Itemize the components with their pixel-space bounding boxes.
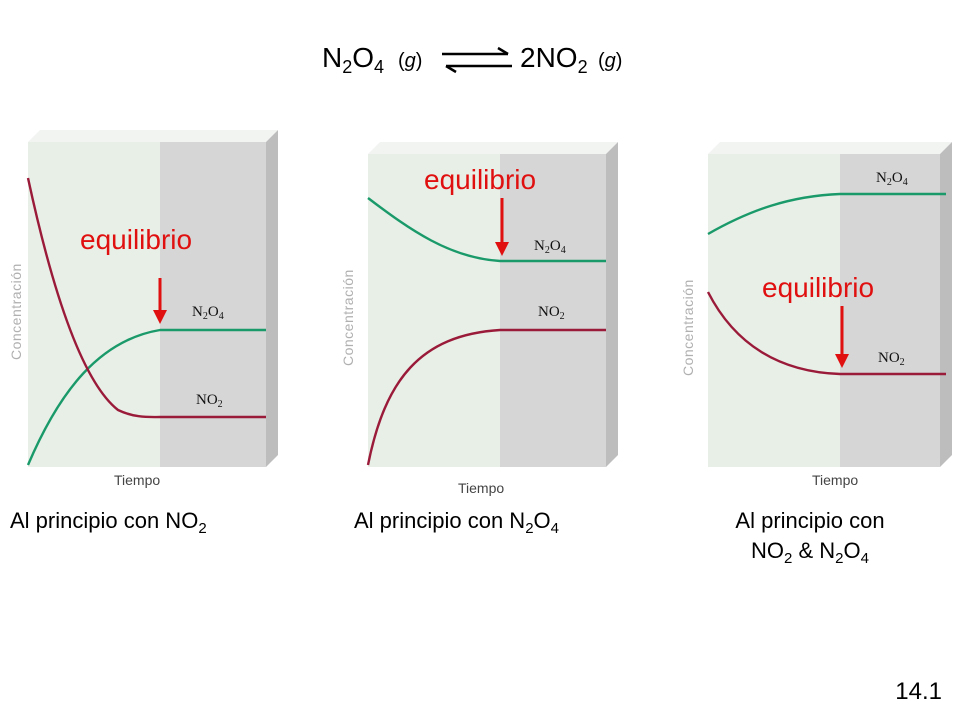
equilibrium-label: equilibrio	[762, 272, 875, 303]
graph-panel-3	[706, 142, 952, 467]
reaction-equation: N2O4 (g) 2NO2 (g)	[0, 38, 960, 98]
y-axis-label: Concentración	[8, 263, 24, 360]
caption-panel-1: Al principio con NO2	[10, 508, 207, 537]
reactant-phase: (g)	[398, 50, 423, 72]
equilibrium-region	[840, 154, 940, 467]
panel-start-no2: N2O4 NO2 equilibrio Concentración Tiempo	[0, 120, 300, 500]
y-axis-label: Concentración	[680, 279, 696, 376]
caption-panel-3-line2: NO2 & N2O4	[751, 538, 869, 567]
product-phase: (g)	[598, 50, 623, 72]
no2-curve	[366, 328, 606, 466]
equilibrium-label: equilibrio	[424, 164, 537, 195]
x-axis-label: Tiempo	[104, 472, 171, 488]
panel-start-both: N2O4 NO2 equilibrio Concentración Tiempo	[680, 120, 960, 500]
caption-panel-3: Al principio con NO2 & N2O4	[700, 506, 920, 566]
no2-label: NO2	[878, 350, 905, 368]
graph-panel-2	[366, 142, 618, 467]
n2o4-curve	[707, 192, 946, 236]
product-formula: 2NO2	[520, 42, 588, 77]
n2o4-label: N2O4	[876, 170, 908, 188]
no2-curve	[26, 177, 266, 419]
caption-panel-2: Al principio con N2O4	[354, 508, 559, 537]
pre-equilibrium-region	[708, 154, 840, 467]
n2o4-curve	[367, 197, 606, 263]
n2o4-label: N2O4	[534, 238, 566, 256]
no2-label: NO2	[196, 392, 223, 410]
no2-curve	[706, 291, 946, 376]
equilibrium-region	[500, 154, 606, 467]
caption-panel-3-line1: Al principio con	[735, 508, 885, 533]
equilibrium-region	[160, 142, 266, 467]
equilibrium-arrows-icon	[442, 46, 512, 74]
x-axis-label: Tiempo	[802, 472, 869, 488]
pre-equilibrium-region	[368, 154, 500, 467]
n2o4-label: N2O4	[192, 304, 224, 322]
equilibrium-label: equilibrio	[80, 224, 193, 255]
x-axis-label: Tiempo	[448, 480, 515, 496]
panel-start-n2o4: N2O4 NO2 equilibrio Concentración Tiempo	[340, 120, 640, 500]
page-number: 14.1	[895, 678, 942, 705]
y-axis-label: Concentración	[340, 269, 356, 366]
no2-label: NO2	[538, 304, 565, 322]
graph-panel-1	[26, 130, 278, 467]
reactant-formula: N2O4	[322, 42, 385, 77]
pre-equilibrium-region	[28, 142, 160, 467]
